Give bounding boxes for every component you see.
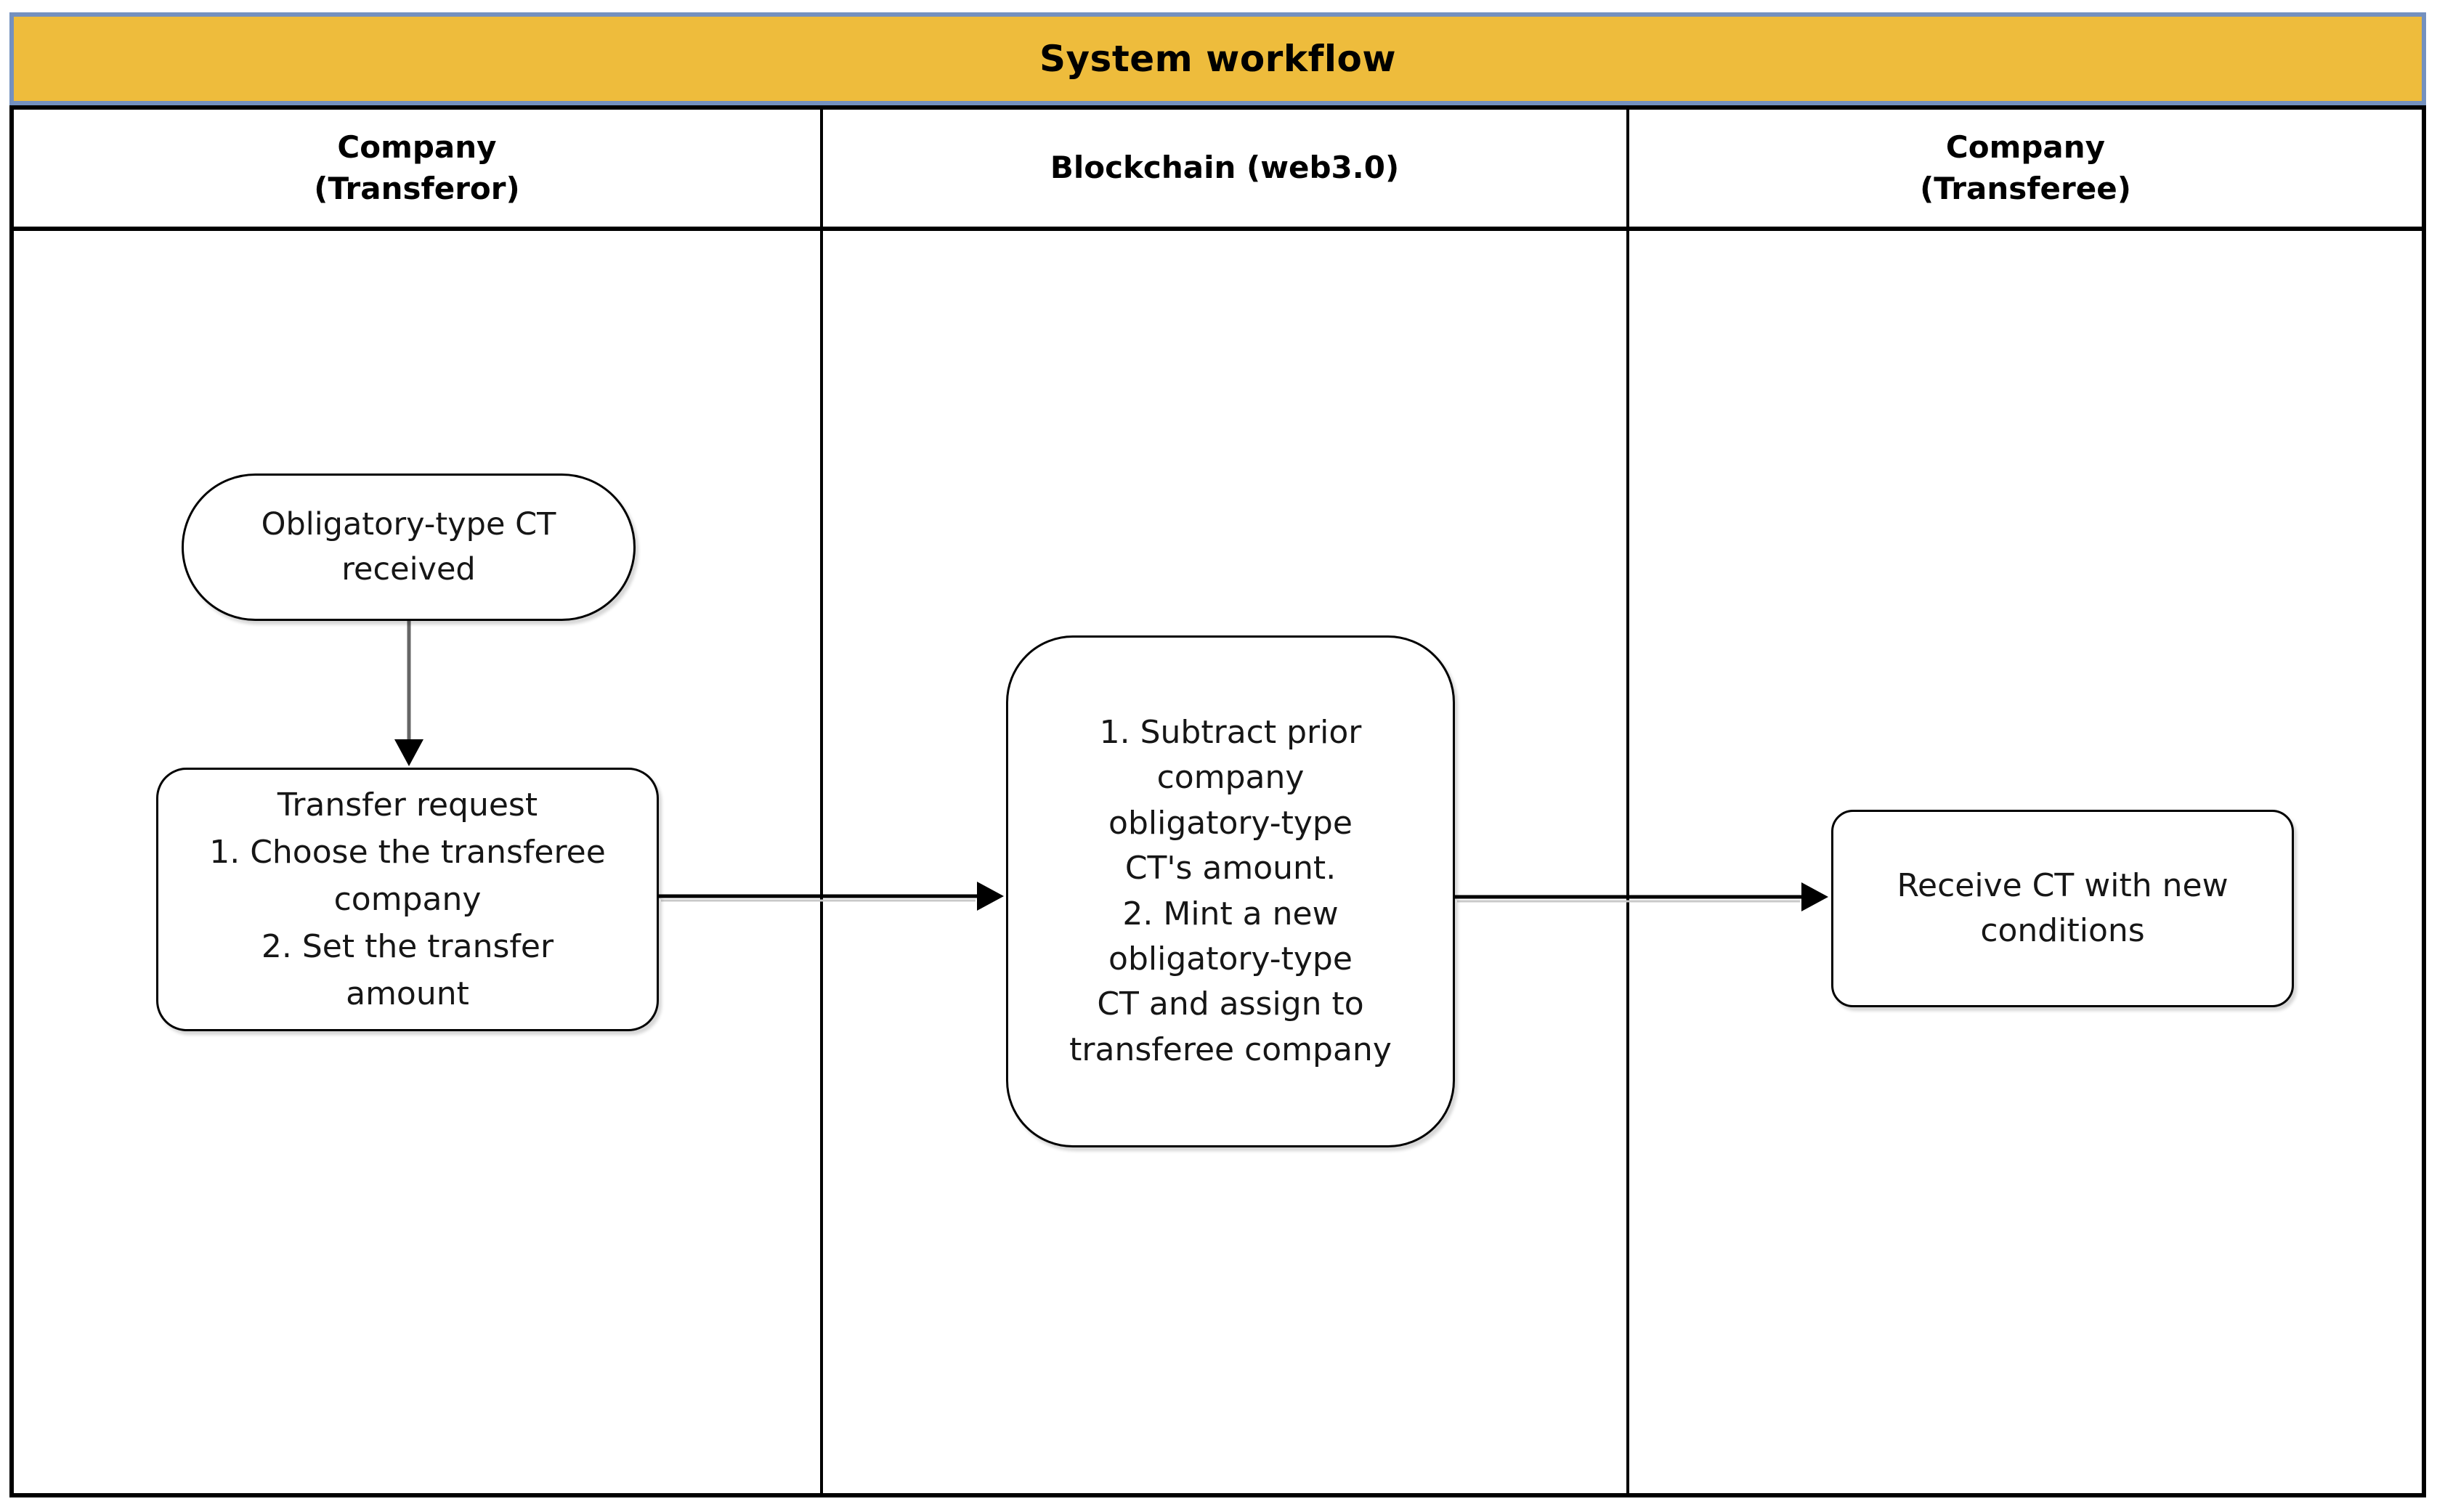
lane-body-company-transferor [14, 231, 823, 1493]
node-transfer-request-text: Transfer request 1. Choose the transfere… [209, 786, 606, 1013]
node-start-text: Obligatory-type CT received [261, 506, 556, 588]
diagram-title: System workflow [1039, 38, 1397, 80]
lane-header-blockchain: Blockchain (web3.0) [823, 110, 1629, 227]
node-blockchain-process-text: 1. Subtract prior company obligatory-typ… [1069, 713, 1392, 1068]
lane-header-company-transferee: Company (Transferee) [1629, 110, 2422, 227]
lane-body-blockchain [823, 231, 1629, 1493]
node-receive-ct: Receive CT with new conditions [1831, 810, 2294, 1007]
node-blockchain-process: 1. Subtract prior company obligatory-typ… [1006, 635, 1455, 1147]
node-start-terminator: Obligatory-type CT received [182, 473, 636, 621]
diagram-title-bar: System workflow [9, 12, 2426, 105]
lane-header-label: Company (Transferor) [314, 129, 520, 206]
lane-header-row: Company (Transferor) Blockchain (web3.0)… [14, 110, 2422, 231]
node-transfer-request: Transfer request 1. Choose the transfere… [156, 768, 659, 1031]
lane-header-label: Blockchain (web3.0) [1050, 150, 1400, 186]
lane-header-company-transferor: Company (Transferor) [14, 110, 823, 227]
lane-header-label: Company (Transferee) [1920, 129, 2131, 206]
node-receive-ct-text: Receive CT with new conditions [1897, 866, 2229, 949]
system-workflow-diagram: System workflow Company (Transferor) Blo… [9, 12, 2426, 1497]
lane-body-row [14, 231, 2422, 1493]
swimlane-pool: Company (Transferor) Blockchain (web3.0)… [9, 105, 2426, 1497]
